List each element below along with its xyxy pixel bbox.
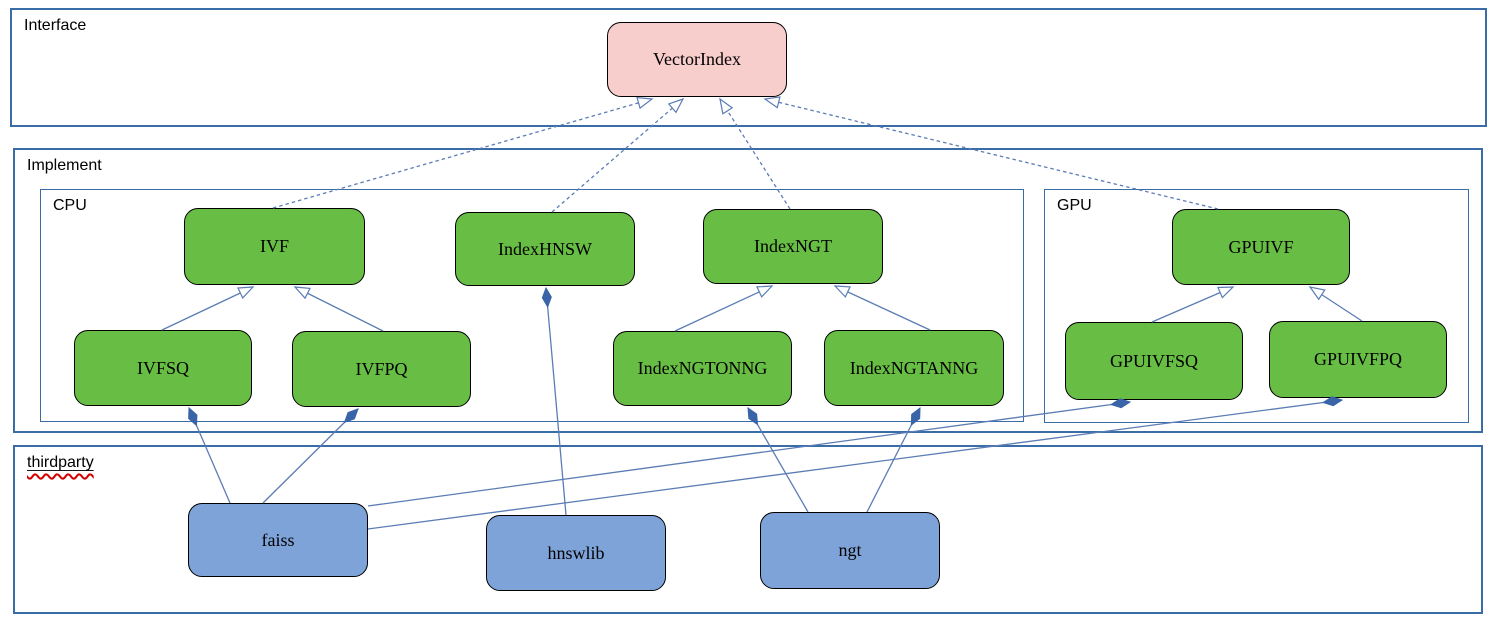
node-label-hnswlib: hnswlib: [547, 542, 605, 563]
node-vectorindex: VectorIndex: [607, 22, 787, 97]
node-indexhnsw: IndexHNSW: [455, 212, 635, 286]
gpu-group-label: GPU: [1057, 197, 1092, 214]
node-ivfpq: IVFPQ: [292, 331, 471, 407]
node-ivf: IVF: [184, 208, 365, 285]
node-gpuivf: GPUIVF: [1172, 209, 1350, 285]
node-faiss: faiss: [188, 503, 368, 577]
interface-group-label: Interface: [24, 17, 87, 34]
node-hnswlib: hnswlib: [486, 515, 666, 591]
node-label-indexngt: IndexNGT: [754, 236, 832, 256]
thirdparty-group-label: thirdparty: [27, 454, 94, 471]
node-gpuivfpq: GPUIVFPQ: [1269, 321, 1447, 398]
node-label-indexhnsw: IndexHNSW: [498, 238, 592, 259]
node-indexngt: IndexNGT: [703, 209, 883, 284]
node-label-gpuivfpq: GPUIVFPQ: [1313, 349, 1403, 369]
implement-group-label: Implement: [27, 157, 102, 174]
node-label-ivf: IVF: [259, 236, 289, 256]
cpu-group-label: CPU: [53, 197, 87, 214]
node-gpuivfsq: GPUIVFSQ: [1065, 322, 1243, 400]
node-indexngtanng: IndexNGTANNG: [824, 330, 1004, 406]
node-label-indexngtanng: IndexNGTANNG: [849, 357, 979, 378]
node-indexngtonng: IndexNGTONNG: [613, 331, 792, 406]
node-ngt: ngt: [760, 512, 940, 589]
node-label-gpuivf: GPUIVF: [1228, 236, 1294, 257]
node-label-indexngtonng: IndexNGTONNG: [637, 358, 768, 378]
node-label-ivfsq: IVFSQ: [136, 357, 189, 378]
node-label-gpuivfsq: GPUIVFSQ: [1109, 350, 1199, 371]
node-label-faiss: faiss: [261, 529, 295, 550]
node-label-ivfpq: IVFPQ: [355, 358, 408, 379]
node-ivfsq: IVFSQ: [74, 330, 252, 406]
node-label-ngt: ngt: [838, 540, 862, 560]
node-label-vectorindex: VectorIndex: [653, 49, 741, 69]
